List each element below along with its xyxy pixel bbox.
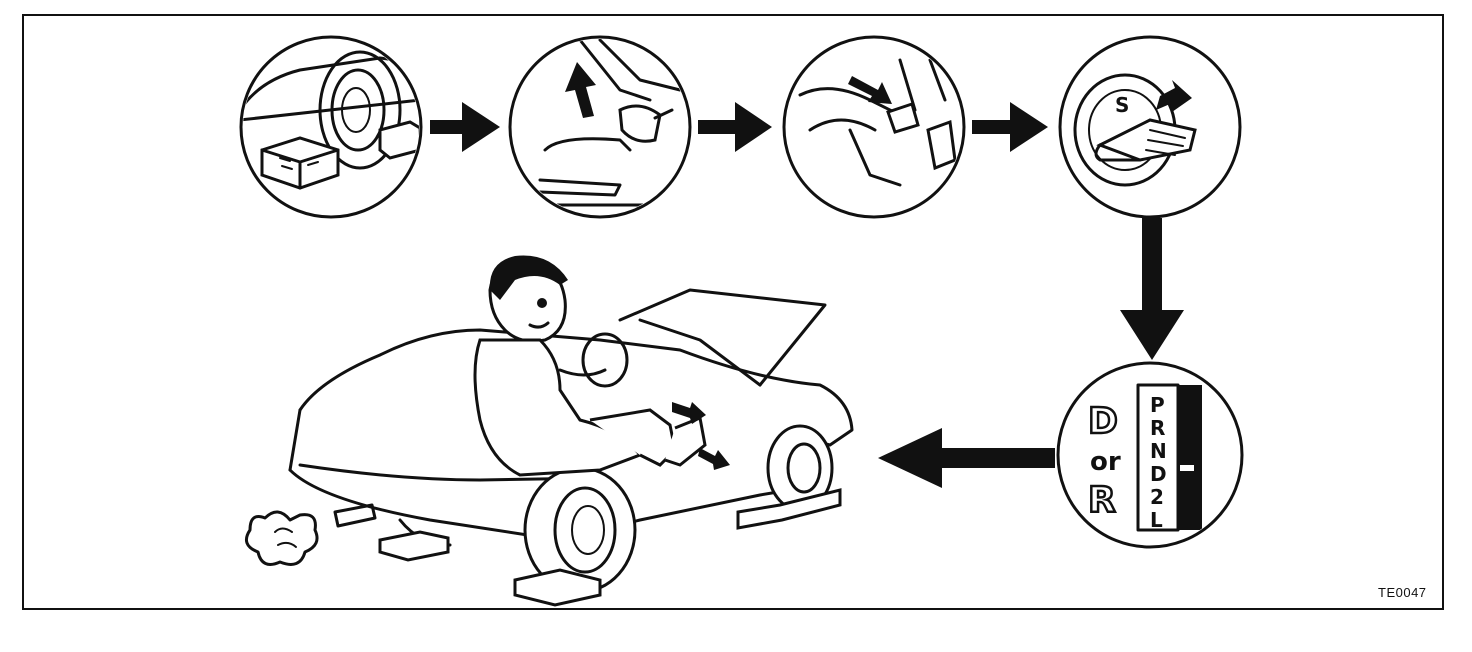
step-2-parking-brake-circle xyxy=(510,37,690,217)
step-5-gear-selector-circle: P R N D 2 L D or R xyxy=(1058,363,1242,547)
gear-position-n: N xyxy=(1150,439,1167,463)
choice-connector-label: or xyxy=(1090,447,1121,477)
gear-position-l: L xyxy=(1150,508,1163,532)
exhaust-smoke-icon xyxy=(246,512,317,564)
gear-position-d: D xyxy=(1150,462,1167,486)
figure-id-label: TE0047 xyxy=(1378,585,1427,600)
driver-figure xyxy=(475,256,730,476)
gear-position-p: P xyxy=(1150,393,1165,417)
arrow-right-icon xyxy=(972,102,1048,152)
gear-position-2: 2 xyxy=(1150,485,1164,509)
arrow-left-icon xyxy=(878,428,1055,488)
choice-r-label: R xyxy=(1088,480,1116,521)
arrow-down-icon xyxy=(1120,218,1184,360)
step-3-brake-pedal-circle xyxy=(784,37,964,217)
step-4-ignition-key-circle: S xyxy=(1060,37,1240,217)
arrow-right-icon xyxy=(698,102,772,152)
car-with-driver-illustration xyxy=(246,256,852,606)
key-cylinder-label: S xyxy=(1115,93,1129,117)
gear-position-r: R xyxy=(1150,416,1165,440)
choice-d-label: D xyxy=(1088,401,1118,442)
arrow-right-icon xyxy=(430,102,500,152)
step-1-wheel-chock-circle xyxy=(240,37,421,217)
